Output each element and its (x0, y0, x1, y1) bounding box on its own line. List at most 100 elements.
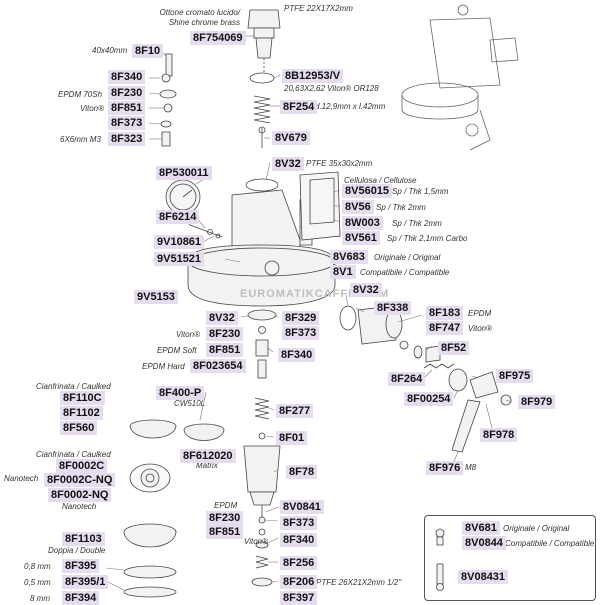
part-code: 8F10 (132, 44, 164, 58)
sp15-label: Sp / Thk 1,5mm (392, 187, 449, 196)
part-code: 8V08431 (458, 570, 509, 584)
part-code: 8V679 (272, 131, 310, 145)
part-code: 8F329 (282, 311, 320, 325)
part-code: 8F230 (206, 327, 244, 341)
part-code: 8F0002-NQ (48, 488, 112, 502)
dim-40-label: 40x40mm (92, 46, 128, 55)
legend-compatible-label: Compatibile / Compatible (505, 539, 595, 548)
sp2a-label: Sp / Thk 2mm (376, 203, 426, 212)
part-code: 8V32 (350, 283, 382, 297)
originale-label: Originale / Original (374, 253, 441, 262)
part-code: 8F340 (278, 348, 316, 362)
part-code: 8F206 (280, 575, 318, 589)
epdm70-label: EPDM 70Sh (58, 90, 103, 99)
part-code: 8F560 (60, 421, 98, 435)
part-code: 8B12953/V (282, 69, 344, 83)
left-small-parts (159, 53, 177, 147)
part-code: 8F01 (276, 431, 308, 445)
part-code: 8V1 (330, 265, 356, 279)
part-code: 8V561 (342, 231, 380, 245)
part-code: 8F851 (206, 525, 244, 539)
part-code: 8F397 (280, 591, 318, 605)
part-code: 8V0844 (462, 536, 506, 550)
epdm-soft-label: EPDM Soft (157, 346, 197, 355)
part-code: 8V56 (342, 200, 374, 214)
part-code: 8F256 (280, 556, 318, 570)
filter-basket-icon (123, 419, 225, 598)
part-code: 8F264 (388, 372, 426, 386)
part-code: 8F395 (62, 559, 100, 573)
reference-sketch (401, 4, 519, 151)
part-code: 8F400-P (156, 386, 205, 400)
gasket-block (299, 171, 341, 241)
part-code: 8F373 (108, 116, 146, 130)
or128-label: 20,63X2,62 Viton® OR128 (284, 84, 379, 93)
part-code: 8F023654 (190, 359, 246, 373)
part-code: 8F851 (206, 343, 244, 357)
part-code: 8F1103 (62, 532, 105, 546)
part-code: 8F183 (426, 306, 464, 320)
part-code: 8F979 (518, 395, 556, 409)
ptfe26-label: PTFE 26X21X2mm 1/2" (316, 578, 402, 587)
part-code: 8F277 (276, 404, 314, 418)
nanotech-label-2: Nanotech (62, 502, 97, 511)
caulked-label-1: Cianfrinata / Caulked (36, 382, 111, 391)
ptfe35-label: PTFE 35x30x2mm (306, 159, 373, 168)
mm8-label: 8 mm (30, 594, 50, 603)
part-code: 8F978 (480, 428, 518, 442)
spring-icon (254, 397, 270, 420)
part-code: 8F394 (62, 591, 100, 605)
matrix-label: Matrix (196, 461, 218, 470)
o-ring-icon (339, 305, 357, 331)
epdm-hard-label: EPDM Hard (142, 362, 185, 371)
part-code: 8F0002C (56, 459, 108, 473)
chrome-nut-part (247, 9, 281, 72)
pressure-gauge-icon (165, 179, 223, 239)
part-code: 8W003 (342, 216, 383, 230)
part-code: 8F110C (60, 391, 105, 405)
valve-assembly (357, 305, 512, 453)
mm08-label: 0,8 mm (24, 562, 51, 571)
epdm-bottom-label: EPDM (214, 501, 238, 510)
spring-icon (255, 555, 269, 569)
part-code: 8V32 (206, 311, 238, 325)
sp21-label: Sp / Thk 2,1mm Carbo (387, 234, 468, 243)
part-code: 8F975 (496, 369, 534, 383)
part-code: 8F395/1 (62, 575, 109, 589)
spring-icon (423, 363, 455, 369)
part-code: 8F754069 (190, 31, 246, 45)
part-code: 8F373 (282, 326, 320, 340)
viton-label-a: Viton® (80, 104, 104, 113)
chrome-label-2: Shine chrome brass (168, 18, 240, 27)
part-code: 8F6214 (156, 210, 200, 224)
spring-icon (253, 95, 271, 124)
part-code: 8F373 (280, 516, 318, 530)
o-ring-icon (251, 577, 273, 587)
viton-bottom-label: Viton® (244, 537, 268, 546)
part-code: 9V51521 (154, 252, 205, 266)
part-code: 8F230 (108, 86, 146, 100)
viton-left-label: Viton® (176, 330, 200, 339)
viton-right-label: Viton® (468, 324, 492, 333)
part-code: 8F340 (280, 533, 318, 547)
sp2b-label: Sp / Thk 2mm (392, 219, 442, 228)
part-code: 8F00254 (404, 392, 454, 406)
part-code: 8V0841 (280, 500, 324, 514)
part-code: 8F747 (426, 321, 464, 335)
part-code: 8V32 (272, 157, 304, 171)
part-code: 8F323 (108, 132, 146, 146)
spring-dim-label: d.12,9mm x l.42mm (315, 102, 386, 111)
part-code: 8F851 (108, 101, 146, 115)
legend-original-label: Originale / Original (503, 524, 570, 533)
cw-label: CW510L (174, 399, 206, 408)
part-code: 9V5153 (134, 290, 178, 304)
ptfe-top-label: PTFE 22X17X2mm (284, 4, 353, 13)
part-code: 9V10861 (154, 235, 205, 249)
cellulosa-label: Cellulosa / Cellulose (344, 176, 417, 185)
central-stack (243, 309, 281, 587)
legend-parts (435, 528, 445, 591)
part-code: 8F0002C-NQ (44, 473, 116, 487)
epdm-right-label: EPDM (468, 309, 492, 318)
